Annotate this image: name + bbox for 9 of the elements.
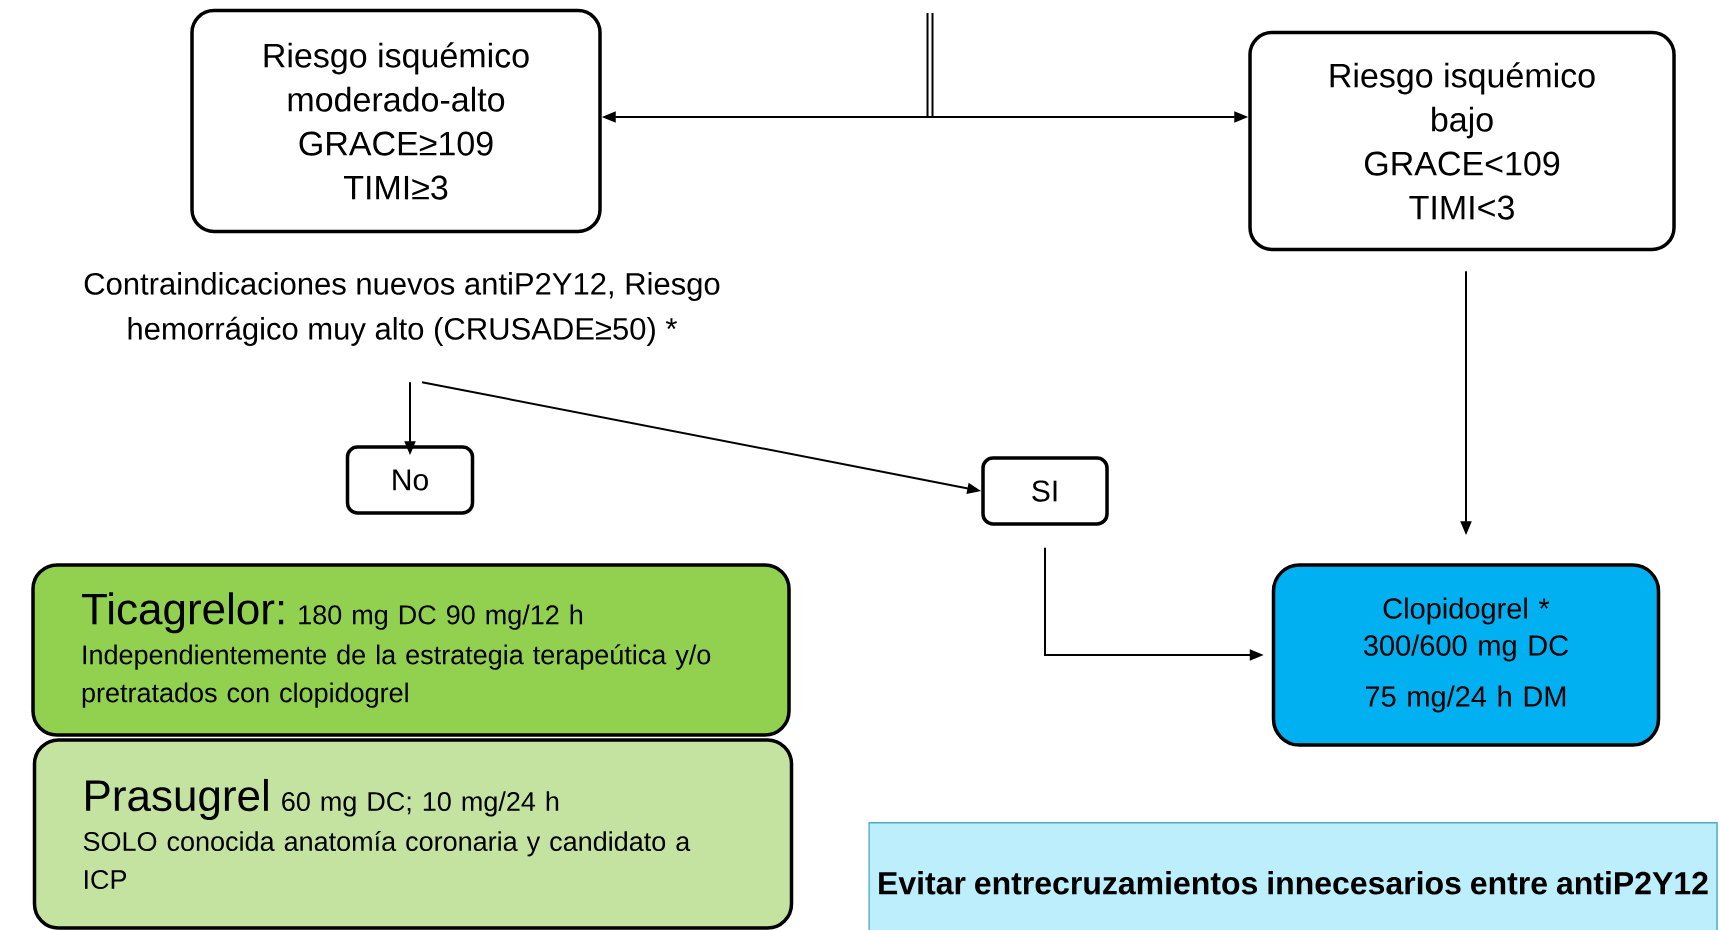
drug-box: Clopidogrel * 300/600 mg DC 75 mg/24 h DM	[1271, 563, 1661, 747]
drug-box: Prasugrel 60 mg DC; 10 mg/24 h SOLO conocida anatomía coronaria y candidato a ICP	[32, 738, 794, 930]
risk-box: Riesgo isquémico bajo GRACE<109 TIMI<3	[1248, 30, 1676, 252]
answer-box: SI	[981, 456, 1109, 526]
note-box: Evitar entrecruzamientos innecesarios entre antiP2Y12	[868, 822, 1718, 930]
condition-text: Contraindicaciones nuevos antiP2Y12, Riesgo hemorrágico muy alto (CRUSADE≥50) *	[84, 272, 720, 346]
answer-box: No	[345, 445, 475, 515]
risk-box: Riesgo isquémico moderado-alto GRACE≥109 TIMI≥3	[190, 8, 602, 234]
drug-box: Ticagrelor: 180 mg DC 90 mg/12 h Independientemente de la estrategia terapeútica y/o pretratados con clopidogrel	[31, 563, 791, 737]
